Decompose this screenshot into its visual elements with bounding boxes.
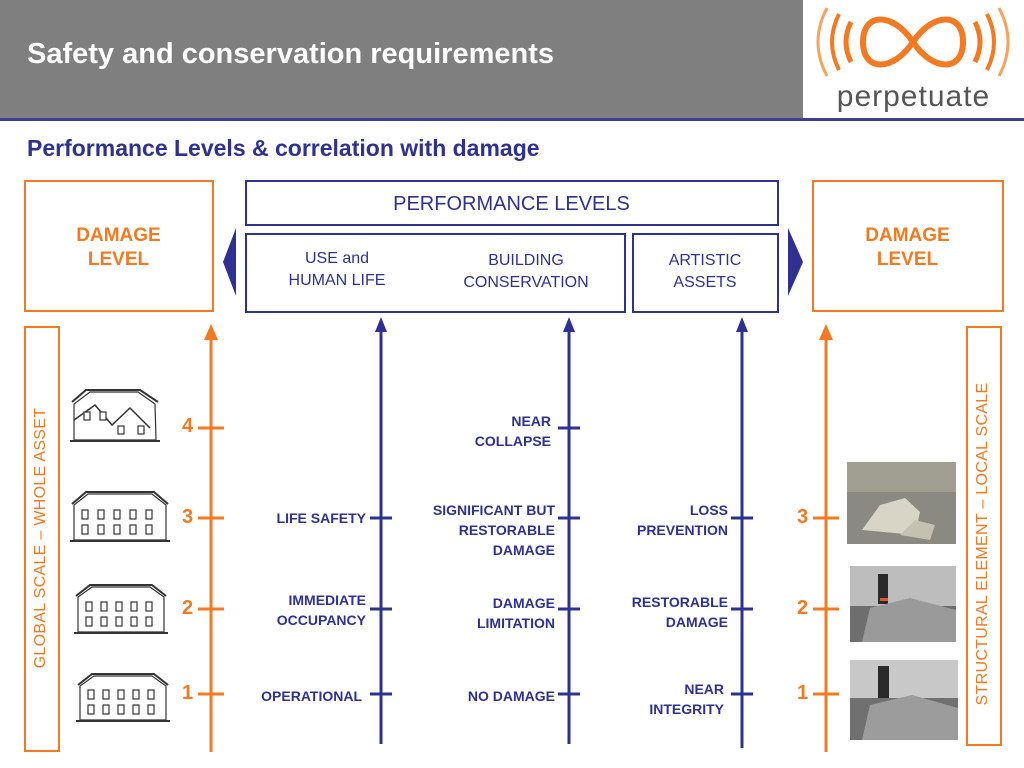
level-number-1-left: 1 (182, 682, 194, 704)
infinity-logo-icon (816, 7, 1010, 77)
artistic-level-2-label: RESTORABLE DAMAGE (631, 594, 728, 630)
use-conservation-box: USE and HUMAN LIFE BUILDING CONSERVATION (245, 233, 626, 313)
artistic-box: ARTISTIC ASSETS (632, 233, 779, 313)
conservation-level-4-label: NEAR COLLAPSE (474, 413, 551, 449)
use-level-2-label: IMMEDIATE OCCUPANCY (276, 592, 366, 628)
building-sketch-level-3 (70, 491, 170, 542)
level-number-4-left: 4 (182, 415, 194, 437)
global-scale-label: GLOBAL SCALE – WHOLE ASSET (32, 407, 49, 669)
category-use: USE and HUMAN LIFE (288, 250, 386, 289)
artistic-axis-arrow-icon (736, 317, 748, 332)
header-bar: Safety and conservation requirements (0, 0, 803, 118)
global-scale-box: GLOBAL SCALE – WHOLE ASSET (24, 326, 60, 752)
performance-levels-box: PERFORMANCE LEVELS (245, 180, 779, 226)
local-scale-box: STRUCTURAL ELEMENT – LOCAL SCALE (966, 326, 1002, 746)
level-number-2-left: 2 (182, 597, 194, 619)
slide-subtitle: Performance Levels & correlation with da… (27, 135, 540, 161)
category-artistic: ARTISTIC ASSETS (668, 252, 742, 291)
damage-level-box-left: DAMAGE LEVEL (24, 180, 214, 312)
header-divider (0, 118, 1024, 121)
level-number-3-left: 3 (182, 506, 194, 528)
level-number-3-right: 3 (797, 506, 809, 528)
category-conservation: BUILDING CONSERVATION (463, 252, 589, 291)
logo-wordmark: perpetuate (836, 80, 991, 113)
photo-statue-damaged (850, 566, 956, 642)
conservation-axis-arrow-icon (563, 317, 575, 332)
damage-level-label-left: DAMAGE LEVEL (76, 225, 161, 270)
building-sketch-level-1 (76, 673, 170, 722)
right-axis-arrow-icon (819, 324, 833, 340)
use-level-1-label: OPERATIONAL (261, 688, 362, 704)
level-number-1-right: 1 (797, 682, 809, 704)
artistic-level-3-label: LOSS PREVENTION (636, 502, 728, 538)
photo-collapsed-element (847, 462, 956, 544)
conservation-level-3-label: SIGNIFICANT BUT RESTORABLE DAMAGE (432, 502, 555, 558)
damage-level-label-right: DAMAGE LEVEL (865, 225, 950, 270)
damage-level-box-right: DAMAGE LEVEL (812, 180, 1004, 312)
perpetuate-logo: perpetuate (803, 0, 1024, 118)
conservation-level-1-label: NO DAMAGE (467, 688, 555, 704)
use-level-3-label: LIFE SAFETY (276, 510, 366, 526)
artistic-level-1-label: NEAR INTEGRITY (649, 681, 724, 717)
level-number-2-right: 2 (797, 597, 809, 619)
left-axis-arrow-icon (204, 324, 218, 340)
building-sketch-level-4 (70, 389, 160, 442)
performance-levels-label: PERFORMANCE LEVELS (393, 193, 630, 215)
conservation-level-2-label: DAMAGE LIMITATION (476, 595, 555, 631)
photo-statue-intact (850, 660, 958, 740)
left-chevron-icon (223, 228, 236, 296)
page-title: Safety and conservation requirements (27, 38, 554, 70)
building-sketch-level-2 (74, 584, 168, 634)
local-scale-label: STRUCTURAL ELEMENT – LOCAL SCALE (974, 382, 991, 706)
use-axis-arrow-icon (375, 317, 387, 332)
right-chevron-icon (788, 228, 803, 296)
